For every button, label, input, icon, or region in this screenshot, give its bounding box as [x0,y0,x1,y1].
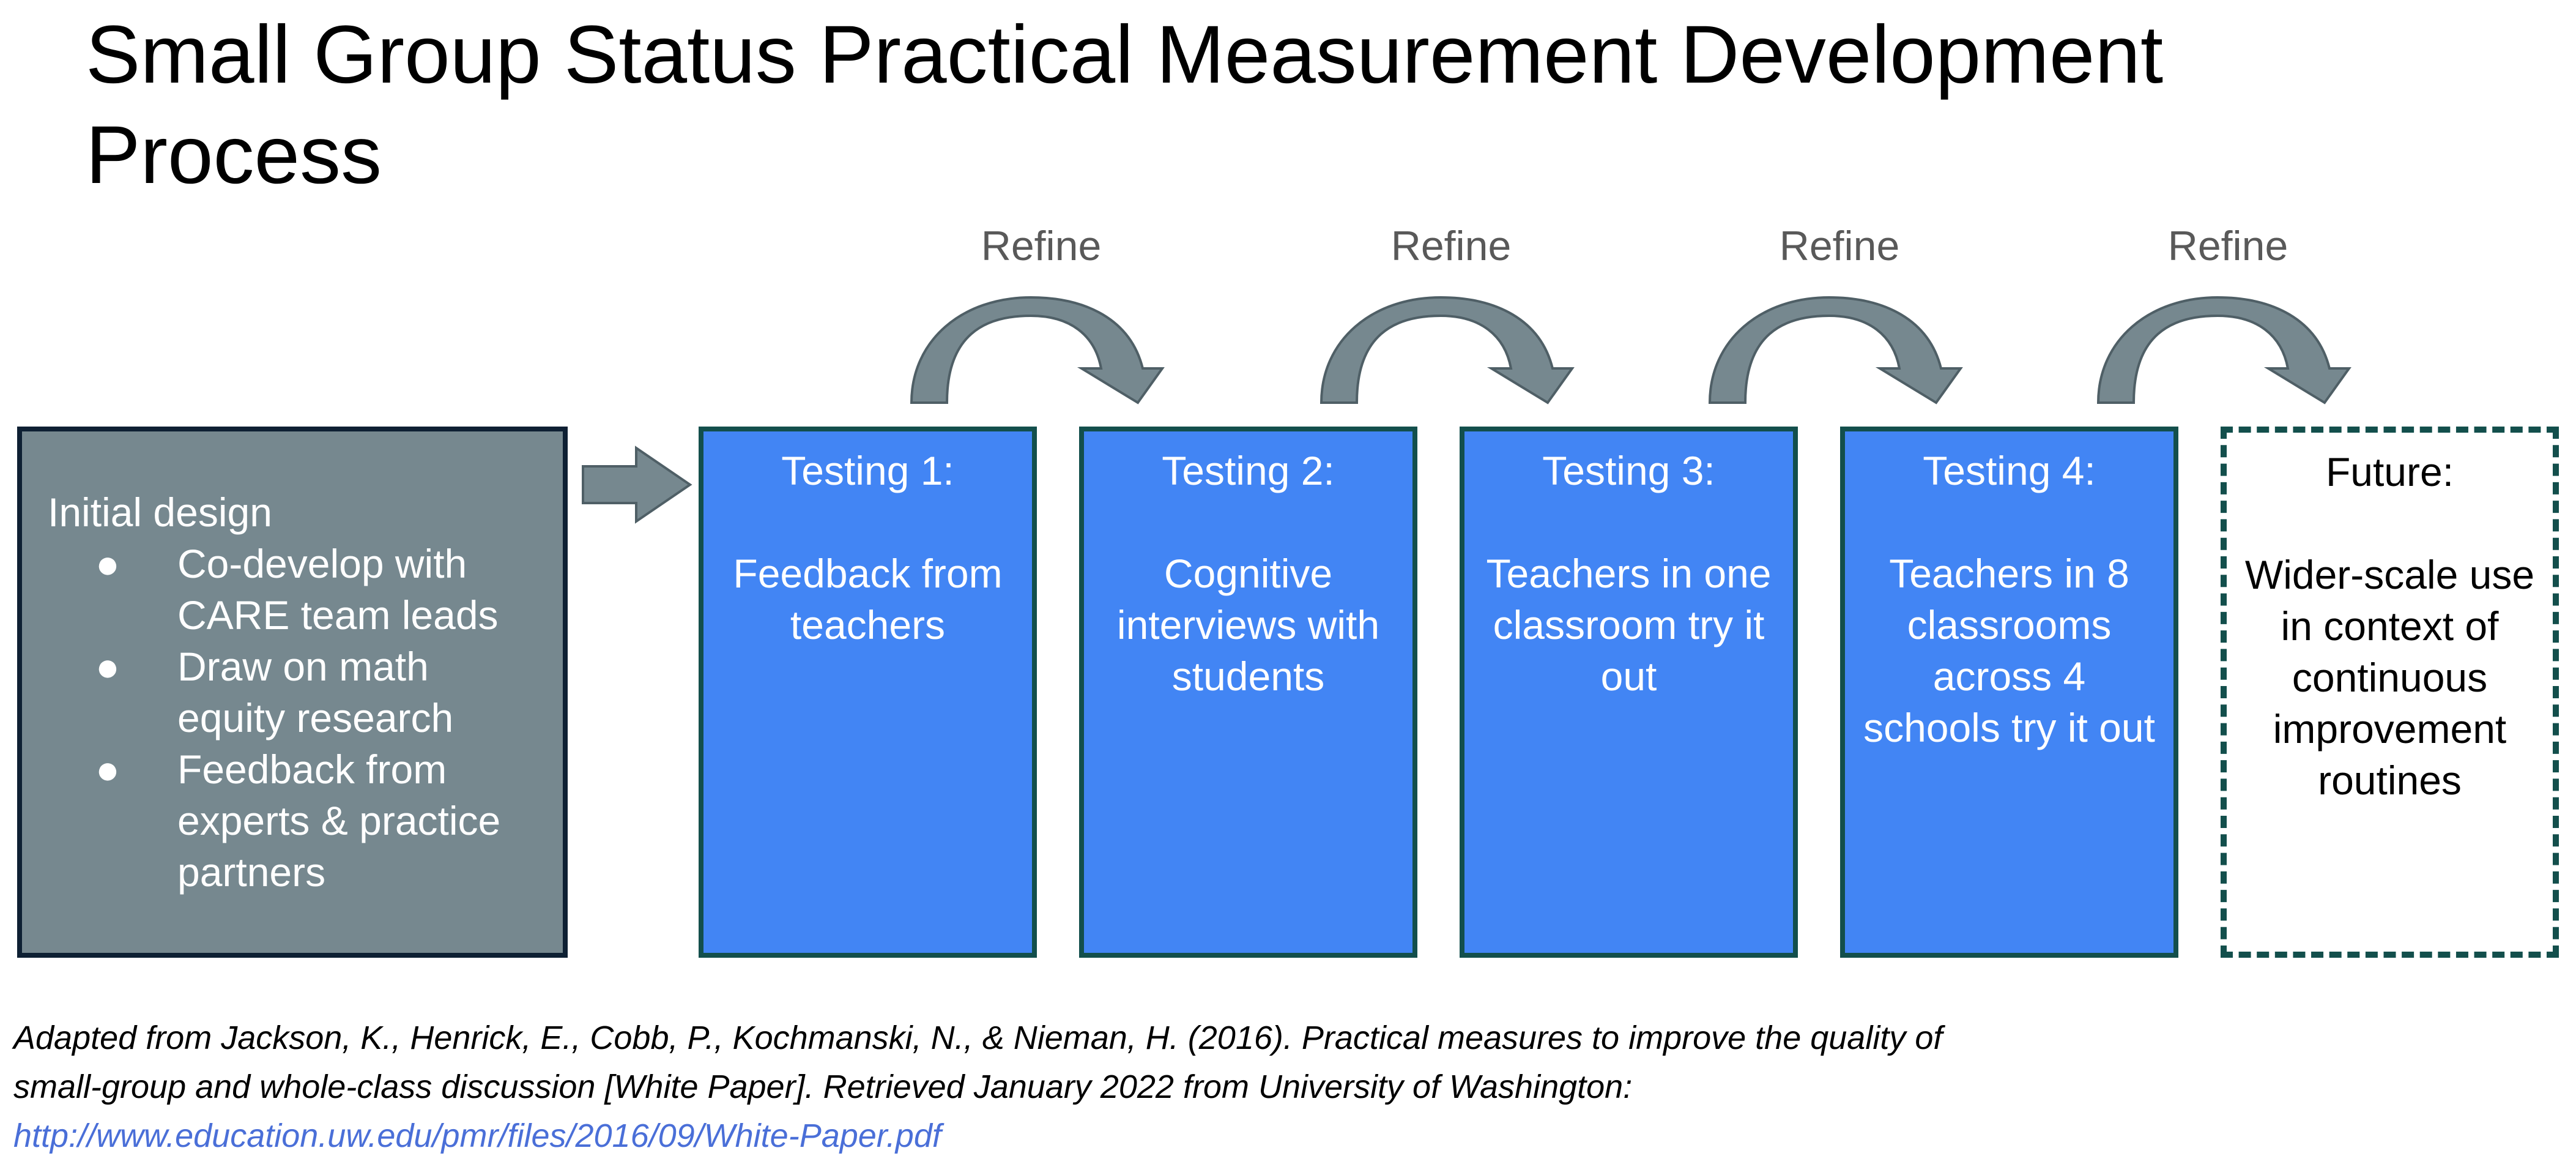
refine-arrow-icon-1 [910,296,1165,405]
step-description: Cognitive interviews with students [1116,551,1380,699]
refine-arrow-icon-2 [1320,296,1575,405]
refine-label-3: Refine [1779,223,1900,269]
step-description: Teachers in one classroom try it out [1486,551,1772,699]
step-heading: Future: [2325,449,2454,494]
testing-4-box: Testing 4: Teachers in 8 classrooms acro… [1840,427,2178,958]
initial-design-list: ● Co-develop with CARE team leads ● Draw… [48,538,538,898]
step-heading: Testing 4: [1923,448,2096,493]
bullet-icon: ● [95,541,120,586]
bullet-icon: ● [95,747,120,792]
step-heading: Testing 3: [1542,448,1715,493]
testing-2-box: Testing 2: Cognitive interviews with stu… [1079,427,1417,958]
refine-label-2: Refine [1390,223,1512,269]
step-description: Teachers in 8 classrooms across 4 school… [1863,551,2155,750]
page-title: Small Group Status Practical Measurement… [86,9,2164,201]
testing-3-box: Testing 3: Teachers in one classroom try… [1460,427,1798,958]
list-item: ● Draw on math equity research [48,641,538,744]
bullet-icon: ● [95,644,120,689]
refine-arrow-icon-4 [2096,296,2351,405]
refine-label-1: Refine [981,223,1102,269]
list-item: ● Co-develop with CARE team leads [48,538,538,641]
testing-1-box: Testing 1: Feedback from teachers [699,427,1037,958]
list-item-text: Feedback from experts & practice partner… [177,747,501,895]
list-item: ● Feedback from experts & practice partn… [48,744,538,898]
step-heading: Testing 1: [781,448,954,493]
citation-link[interactable]: http://www.education.uw.edu/pmr/files/20… [13,1117,941,1154]
list-item-text: Co-develop with CARE team leads [177,541,499,638]
citation: Adapted from Jackson, K., Henrick, E., C… [13,1013,2032,1160]
refine-arrow-icon-3 [1708,296,1963,405]
future-box: Future: Wider-scale use in context of co… [2221,427,2559,958]
step-heading: Testing 2: [1162,448,1335,493]
list-item-text: Draw on math equity research [177,644,454,740]
citation-text: Adapted from Jackson, K., Henrick, E., C… [13,1020,1943,1105]
initial-design-heading: Initial design [48,490,272,535]
forward-arrow-icon [582,446,692,524]
step-description: Feedback from teachers [733,551,1003,647]
initial-design-box: Initial design ● Co-develop with CARE te… [17,427,568,958]
refine-label-4: Refine [2167,223,2288,269]
step-description: Wider-scale use in context of continuous… [2244,552,2535,803]
